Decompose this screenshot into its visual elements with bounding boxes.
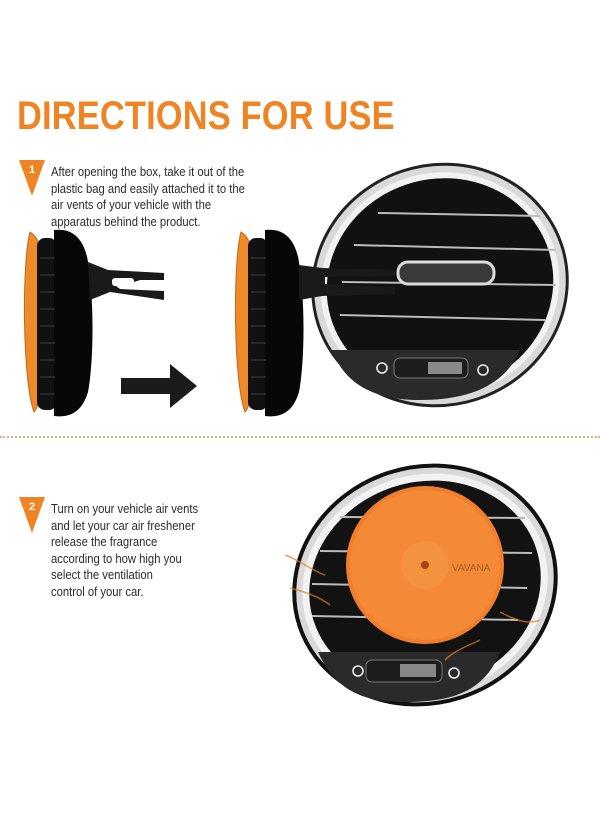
car-air-vent-with-freshener-icon: VAVANA — [284, 463, 558, 707]
step-number: 1 — [28, 164, 36, 176]
section-divider — [0, 436, 600, 438]
air-freshener-side-view-icon — [23, 229, 164, 417]
car-air-vent-icon — [311, 162, 569, 408]
step-description: After opening the box, take it out of th… — [51, 165, 245, 229]
step-1-illustration — [23, 162, 569, 417]
right-arrow-icon — [121, 364, 197, 408]
step-2: 2 Turn on your vehicle air vents and let… — [19, 497, 259, 600]
page-title: DIRECTIONS FOR USE — [17, 94, 395, 138]
step-2-illustration: VAVANA — [284, 463, 558, 707]
air-freshener-attached-icon — [234, 229, 304, 417]
step-number-badge: 1 — [19, 160, 45, 196]
step-number: 2 — [28, 501, 36, 513]
step-description: Turn on your vehicle air vents and let y… — [51, 502, 199, 599]
step-1: 1 After opening the box, take it out of … — [19, 160, 299, 230]
step-number-badge: 2 — [19, 497, 45, 533]
triangle-badge-icon — [19, 497, 45, 533]
triangle-badge-icon — [19, 160, 45, 196]
brand-logo: VAVANA — [452, 563, 491, 574]
